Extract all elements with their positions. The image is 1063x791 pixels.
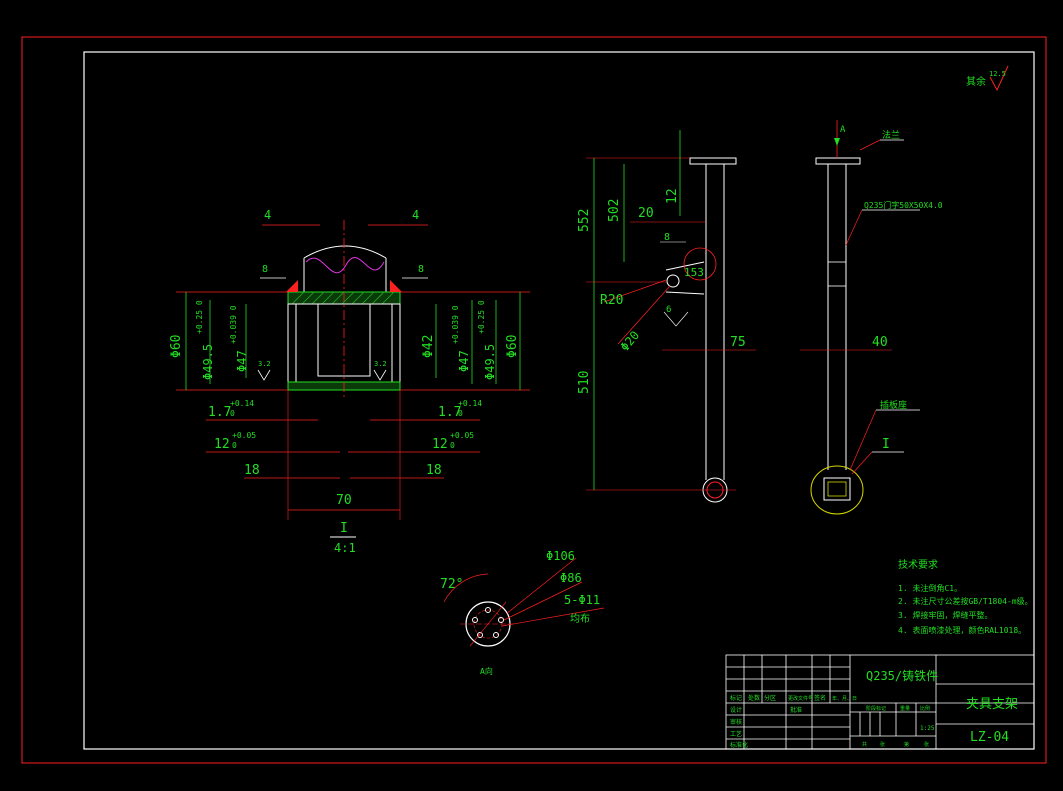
dim-top-left: 4 bbox=[264, 208, 271, 222]
dim-8: 8 bbox=[664, 232, 670, 243]
flange-label: A向 bbox=[480, 666, 493, 676]
dim-d47-left-tol: +0.039 0 bbox=[229, 305, 238, 344]
title-block bbox=[725, 654, 1035, 750]
tube-label: Q235门字50X50X4.0 bbox=[864, 200, 943, 210]
plate-label: 插板座 bbox=[880, 399, 907, 411]
dim-d12-right-low: 0 bbox=[450, 441, 455, 450]
dim-d70: 70 bbox=[336, 493, 352, 508]
dim-40: 40 bbox=[872, 335, 888, 350]
dim-d47-right-tol: +0.039 0 bbox=[451, 305, 460, 344]
roughness-symbol: 其余 12.5 bbox=[966, 65, 1009, 92]
flange-d86: Φ86 bbox=[560, 571, 582, 585]
dim-d495-left-tol: +0.25 0 bbox=[195, 300, 204, 334]
dim-d12-left-low: 0 bbox=[232, 441, 237, 450]
dim-d17-left: 1.7 bbox=[208, 405, 231, 420]
dim-6: 6 bbox=[666, 305, 671, 315]
dim-20: 20 bbox=[638, 206, 654, 221]
tb-stage: 阶段标记 bbox=[866, 705, 886, 712]
view-a-marker: A bbox=[840, 125, 846, 135]
roughness-label: 其余 bbox=[966, 75, 986, 88]
flange-label: 法兰 bbox=[882, 129, 900, 141]
drawing-number: LZ-04 bbox=[970, 730, 1009, 745]
flange-angle: 72° bbox=[440, 577, 463, 592]
weld-left: 8 bbox=[262, 264, 268, 275]
dim-d17-right-tol: +0.14 bbox=[458, 399, 482, 408]
tb-role-1: 设计 bbox=[730, 706, 742, 714]
dim-d47-left: Φ47 bbox=[235, 350, 249, 372]
dim-phi20: Φ20 bbox=[618, 328, 643, 354]
tb-sheet-1: 共 bbox=[862, 741, 867, 748]
dim-d495-left: Φ49.5 bbox=[201, 344, 215, 380]
dim-75: 75 bbox=[730, 335, 746, 350]
tb-sheet-4: 张 bbox=[924, 741, 929, 748]
tech-item-3: 3. 焊接牢固，焊缝平整。 bbox=[898, 610, 992, 620]
tb-sheet-2: 张 bbox=[880, 741, 885, 748]
weld-right: 8 bbox=[418, 264, 424, 275]
detail-ref: I bbox=[882, 437, 890, 452]
outer-border bbox=[21, 36, 1047, 764]
flange-even: 均布 bbox=[570, 613, 590, 625]
roughness-value: 12.5 bbox=[989, 70, 1006, 78]
tb-role-3: 工艺 bbox=[730, 730, 742, 738]
dim-d17-left-tol: +0.14 bbox=[230, 399, 254, 408]
part-name: 夹具支架 bbox=[966, 697, 1018, 712]
ra-left: 3.2 bbox=[258, 360, 271, 368]
title-block-text: Q235/铸铁件 夹具支架 LZ-04 标记 处数 分区 更改文件号 签名 年、… bbox=[730, 668, 1018, 749]
dim-153: 153 bbox=[684, 266, 704, 279]
front-view: 552 502 12 20 8 153 R20 Φ20 6 75 510 bbox=[577, 130, 756, 503]
tb-role-4: 标准化 bbox=[730, 741, 748, 749]
dim-d12-right: 12 bbox=[432, 437, 448, 452]
dim-d18-right: 18 bbox=[426, 463, 442, 478]
dim-12: 12 bbox=[665, 188, 680, 204]
drawing-frame bbox=[83, 51, 1035, 750]
dim-d42: Φ42 bbox=[421, 335, 436, 358]
flange-d106: Φ106 bbox=[546, 549, 575, 563]
detail-scale: 4:1 bbox=[334, 541, 356, 555]
dim-d17-left-low: 0 bbox=[230, 409, 235, 418]
tb-row-label-3: 分区 bbox=[764, 694, 776, 702]
dim-d17-right: 1.7 bbox=[438, 405, 461, 420]
ra-right: 3.2 bbox=[374, 360, 387, 368]
tb-row-label-5: 签名 bbox=[814, 694, 826, 702]
flange-holes: 5-Φ11 bbox=[564, 593, 600, 607]
tech-requirements: 技术要求 1. 未注倒角C1。 2. 未注尺寸公差按GB/T1804-m级。 3… bbox=[898, 558, 1033, 635]
tech-item-4: 4. 表面喷漆处理，颜色RAL1018。 bbox=[898, 625, 1026, 635]
tech-item-2: 2. 未注尺寸公差按GB/T1804-m级。 bbox=[898, 596, 1033, 606]
tb-row-label-6: 年、月、日 bbox=[832, 695, 857, 702]
tb-row-label-4: 更改文件号 bbox=[788, 695, 813, 702]
side-view: A 法兰 Q235门字50X50X4.0 40 插板座 I bbox=[800, 120, 943, 515]
tb-role-2: 审核 bbox=[730, 718, 742, 726]
dim-d12-left-tol: +0.05 bbox=[232, 431, 256, 440]
detail-view: 4 4 8 8 Φ60 Φ49.5 +0.25 0 Φ47 +0.039 0 Φ… bbox=[169, 208, 530, 555]
dim-d60-right: Φ60 bbox=[505, 335, 520, 358]
tb-sheet-3: 第 bbox=[904, 741, 909, 748]
dim-d12-right-tol: +0.05 bbox=[450, 431, 474, 440]
tb-row-label-1: 标记 bbox=[730, 694, 742, 702]
dim-r20: R20 bbox=[600, 293, 623, 308]
material: Q235/铸铁件 bbox=[866, 668, 938, 683]
tb-scale-label: 比例 bbox=[920, 705, 930, 712]
tech-title: 技术要求 bbox=[898, 558, 938, 571]
dim-d495-right-tol: +0.25 0 bbox=[477, 300, 486, 334]
dim-d47-right: Φ47 bbox=[457, 350, 471, 372]
tb-role-5: 批准 bbox=[790, 706, 802, 714]
dim-d495-right: Φ49.5 bbox=[483, 344, 497, 380]
flange-view: 72° Φ106 Φ86 5-Φ11 均布 A向 bbox=[440, 549, 605, 676]
dim-502: 502 bbox=[607, 199, 622, 222]
tb-row-label-2: 处数 bbox=[748, 694, 760, 702]
tb-scale: 1:25 bbox=[920, 725, 935, 732]
dim-d17-right-low: 0 bbox=[458, 409, 463, 418]
dim-552: 552 bbox=[577, 209, 592, 232]
dim-510: 510 bbox=[577, 371, 592, 394]
dim-d60-left: Φ60 bbox=[169, 335, 184, 358]
tech-item-1: 1. 未注倒角C1。 bbox=[898, 583, 962, 593]
dim-d12-left: 12 bbox=[214, 437, 230, 452]
tb-weight: 重量 bbox=[900, 705, 910, 712]
detail-label: I bbox=[340, 521, 348, 536]
dim-top-right: 4 bbox=[412, 208, 419, 222]
dim-d18-left: 18 bbox=[244, 463, 260, 478]
